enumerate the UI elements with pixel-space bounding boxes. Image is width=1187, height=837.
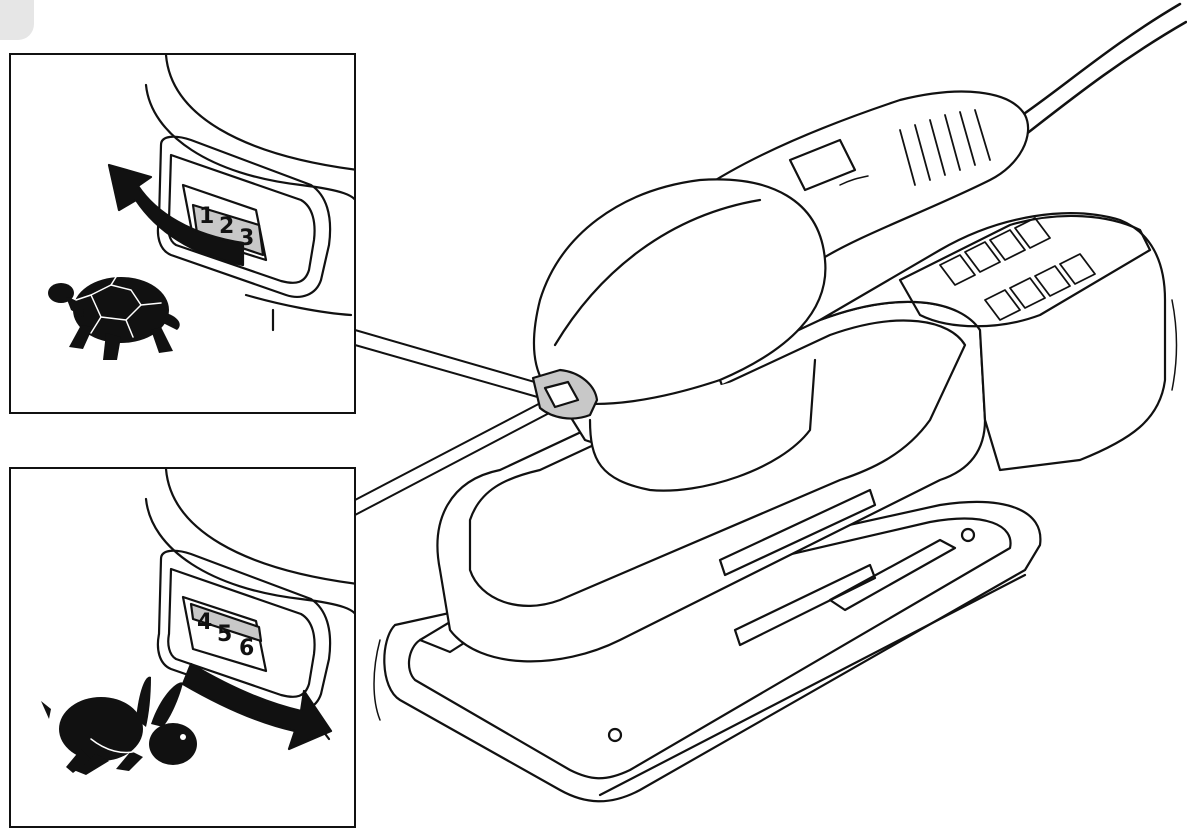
speed-digit: 6 — [239, 636, 254, 661]
dial-housing-curve — [144, 497, 354, 615]
vibration-marks — [373, 175, 1178, 721]
arrow-clockwise — [181, 662, 333, 751]
motor-neck — [588, 358, 817, 492]
inset-slow-speed: 1 2 3 — [9, 53, 356, 414]
dial-wheel — [191, 203, 265, 257]
power-cord — [1013, 2, 1182, 122]
arrow-counterclockwise — [107, 163, 245, 267]
speed-digit: 4 — [197, 610, 212, 635]
handle-grip-ribs — [899, 109, 991, 186]
power-switch — [788, 138, 857, 192]
leader-line-slow-top — [354, 329, 546, 386]
leader-line-fast-bottom — [354, 409, 556, 516]
base-screw-1 — [960, 527, 976, 543]
dial-frame — [156, 135, 332, 298]
hare-eye — [180, 734, 186, 740]
base-screw-2 — [607, 727, 623, 743]
dial-frame — [156, 549, 332, 712]
dial-housing-curve-outer — [164, 55, 354, 171]
speed-digit: 1 — [199, 204, 214, 229]
dial-housing-curve — [144, 83, 354, 201]
leader-line-fast-top — [354, 397, 551, 501]
corner-tab — [0, 0, 34, 40]
panel-tick — [321, 729, 331, 741]
dust-box-vents — [939, 217, 1096, 321]
tortoise-shell-pattern — [75, 276, 162, 338]
panel-tick-2 — [244, 293, 353, 317]
tortoise-icon — [48, 277, 180, 360]
base-plate-rim — [407, 517, 1012, 780]
dial-wheel — [189, 602, 263, 643]
speed-digit: 5 — [217, 622, 232, 647]
speed-dial-window — [543, 380, 580, 409]
body-shell-top — [468, 319, 967, 607]
front-slot-2 — [733, 563, 877, 647]
leader-line-slow-bottom — [354, 344, 549, 401]
power-cord-inner — [1023, 20, 1187, 137]
dial-frame-inner — [167, 567, 316, 698]
front-slot-1 — [718, 488, 877, 577]
clamp-lever-right — [828, 538, 957, 612]
speed-digit: 2 — [219, 214, 234, 239]
dial-housing-curve-outer — [164, 469, 354, 585]
motor-head-ridge — [553, 198, 762, 347]
hare-contour — [90, 738, 137, 754]
hare-icon — [41, 676, 197, 775]
dust-box-lid — [898, 214, 1152, 328]
base-plate-edge — [598, 573, 1027, 797]
inset-fast-speed: 4 5 6 — [9, 467, 356, 828]
